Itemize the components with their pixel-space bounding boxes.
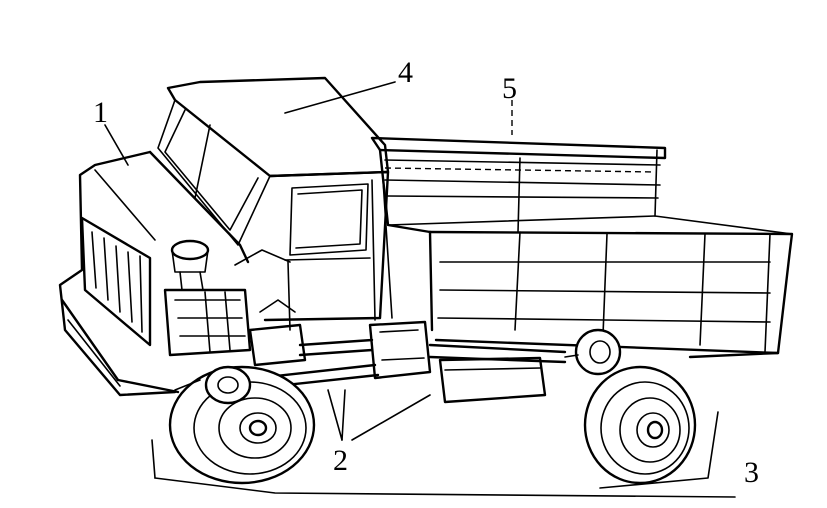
rear-wheel — [564, 328, 697, 485]
label-2: 2 — [333, 444, 348, 477]
label-5: 5 — [502, 72, 517, 105]
label-1: 1 — [93, 96, 108, 129]
front-wheel — [168, 365, 316, 485]
leader-lines — [104, 81, 513, 441]
cab — [157, 76, 393, 322]
cargo-body — [370, 136, 794, 359]
label-4: 4 — [398, 56, 413, 89]
label-3: 3 — [744, 456, 759, 489]
engine-transmission — [163, 239, 567, 404]
hood-and-front — [58, 150, 250, 397]
chassis-indicator — [151, 411, 736, 498]
